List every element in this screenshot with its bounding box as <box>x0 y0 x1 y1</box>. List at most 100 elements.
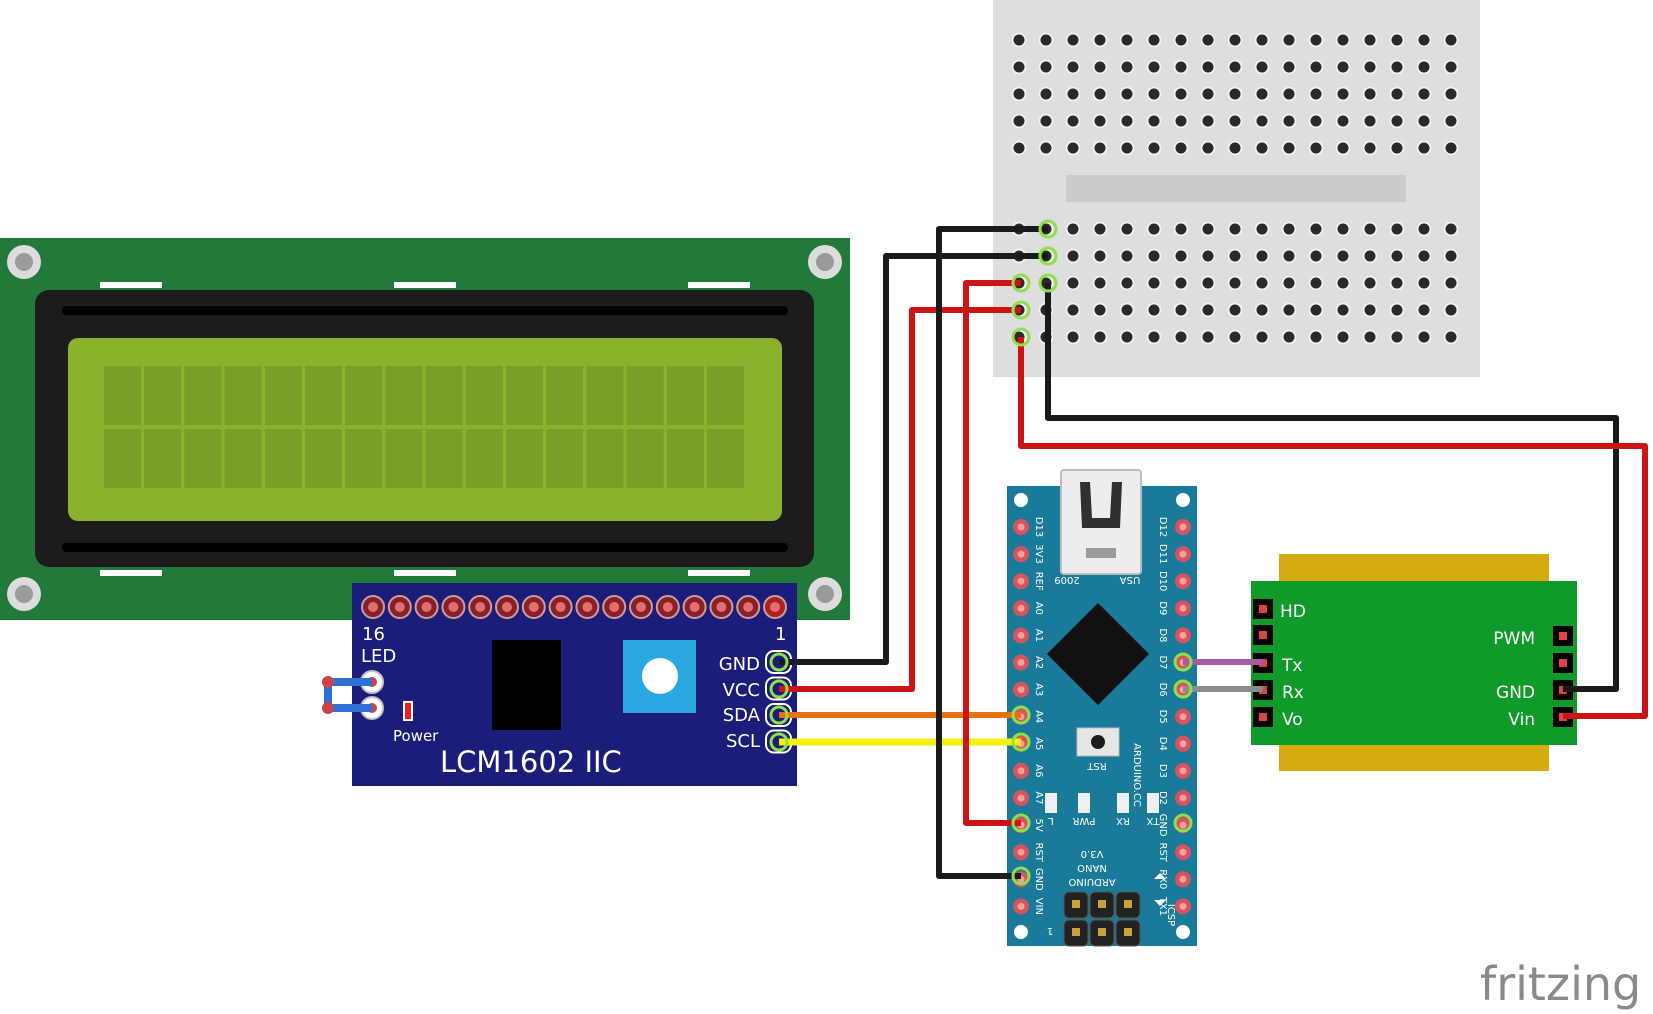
breadboard-hole[interactable] <box>1146 248 1162 264</box>
breadboard-hole[interactable] <box>1119 59 1135 75</box>
breadboard-hole[interactable] <box>1362 302 1378 318</box>
breadboard-hole[interactable] <box>1308 302 1324 318</box>
breadboard-hole[interactable] <box>1335 86 1351 102</box>
breadboard-hole[interactable] <box>1092 86 1108 102</box>
breadboard-hole[interactable] <box>1065 275 1081 291</box>
breadboard-hole[interactable] <box>1038 113 1054 129</box>
breadboard-hole[interactable] <box>1119 275 1135 291</box>
usb-connector[interactable] <box>1060 469 1142 575</box>
breadboard-hole[interactable] <box>1254 248 1270 264</box>
lcd-header-pin[interactable] <box>468 595 493 619</box>
breadboard-hole[interactable] <box>1092 113 1108 129</box>
breadboard-hole[interactable] <box>1281 113 1297 129</box>
breadboard-hole[interactable] <box>1389 248 1405 264</box>
breadboard-hole[interactable] <box>1416 59 1432 75</box>
sensor-pin-blank[interactable] <box>1253 625 1273 645</box>
breadboard-hole[interactable] <box>1038 59 1054 75</box>
breadboard-hole[interactable] <box>1362 275 1378 291</box>
nano-pin[interactable]: D13 <box>1013 517 1044 537</box>
breadboard-hole[interactable] <box>1119 86 1135 102</box>
breadboard-hole[interactable] <box>1011 59 1027 75</box>
breadboard-hole[interactable] <box>1308 248 1324 264</box>
breadboard-hole[interactable] <box>1227 59 1243 75</box>
breadboard-hole[interactable] <box>1146 221 1162 237</box>
lcd-header-pin[interactable] <box>521 595 546 619</box>
lcd-header-pin[interactable] <box>629 595 653 619</box>
breadboard-hole[interactable] <box>1443 329 1459 345</box>
breadboard-hole[interactable] <box>1200 275 1216 291</box>
breadboard-hole[interactable] <box>1443 140 1459 156</box>
breadboard-hole[interactable] <box>1092 248 1108 264</box>
breadboard-hole[interactable] <box>1362 248 1378 264</box>
breadboard-hole[interactable] <box>1173 275 1189 291</box>
breadboard-hole[interactable] <box>1362 113 1378 129</box>
breadboard-hole[interactable] <box>1254 140 1270 156</box>
breadboard-hole[interactable] <box>1146 329 1162 345</box>
nano-pin[interactable]: RST <box>1013 842 1044 863</box>
reset-button[interactable] <box>1076 727 1120 757</box>
breadboard-hole[interactable] <box>1146 275 1162 291</box>
lcd-header-pin[interactable] <box>709 595 734 619</box>
nano-pin[interactable]: D8 <box>1157 627 1191 644</box>
breadboard-hole[interactable] <box>1146 113 1162 129</box>
breadboard-hole[interactable] <box>1011 140 1027 156</box>
breadboard-hole[interactable] <box>1389 302 1405 318</box>
nano-pin[interactable]: A6 <box>1013 762 1044 779</box>
breadboard-hole[interactable] <box>1200 248 1216 264</box>
breadboard-hole[interactable] <box>1389 113 1405 129</box>
breadboard-hole[interactable] <box>1389 86 1405 102</box>
breadboard-hole[interactable] <box>1308 275 1324 291</box>
breadboard-hole[interactable] <box>1443 221 1459 237</box>
wire-gnd-lcd[interactable] <box>779 253 1048 665</box>
breadboard-hole[interactable] <box>1092 32 1108 48</box>
breadboard-hole[interactable] <box>1173 140 1189 156</box>
breadboard-hole[interactable] <box>1038 32 1054 48</box>
breadboard-hole[interactable] <box>1065 32 1081 48</box>
lcd-header-pin[interactable] <box>655 595 680 619</box>
wire-vin-sensor[interactable] <box>1018 337 1648 719</box>
breadboard-hole[interactable] <box>1200 32 1216 48</box>
breadboard-hole[interactable] <box>1281 221 1297 237</box>
breadboard-hole[interactable] <box>1065 113 1081 129</box>
breadboard-hole[interactable] <box>1308 32 1324 48</box>
breadboard-hole[interactable] <box>1281 86 1297 102</box>
breadboard-hole[interactable] <box>1011 86 1027 102</box>
breadboard-hole[interactable] <box>1038 86 1054 102</box>
breadboard-hole[interactable] <box>1281 59 1297 75</box>
nano-pin[interactable]: VIN <box>1013 898 1044 915</box>
breadboard-hole[interactable] <box>1173 32 1189 48</box>
breadboard-hole[interactable] <box>1227 221 1243 237</box>
breadboard-hole[interactable] <box>1092 302 1108 318</box>
breadboard-hole[interactable] <box>1119 329 1135 345</box>
breadboard-hole[interactable] <box>1281 140 1297 156</box>
sensor-pin-hd[interactable] <box>1253 599 1273 619</box>
wire-gnd-nano[interactable] <box>936 226 1048 879</box>
breadboard-hole[interactable] <box>1335 221 1351 237</box>
breadboard-hole[interactable] <box>1335 248 1351 264</box>
nano-pin[interactable]: RST <box>1157 842 1191 863</box>
breadboard-hole[interactable] <box>1173 113 1189 129</box>
lcd-header-pin[interactable] <box>736 595 761 619</box>
breadboard-hole[interactable] <box>1227 275 1243 291</box>
breadboard-hole[interactable] <box>1227 32 1243 48</box>
breadboard-hole[interactable] <box>1092 329 1108 345</box>
breadboard-hole[interactable] <box>1389 275 1405 291</box>
breadboard-hole[interactable] <box>1308 221 1324 237</box>
breadboard-hole[interactable] <box>1416 86 1432 102</box>
nano-pin[interactable]: D9 <box>1157 600 1191 617</box>
breadboard-hole[interactable] <box>1443 32 1459 48</box>
nano-pin[interactable]: D2 <box>1157 790 1191 806</box>
breadboard-hole[interactable] <box>1254 329 1270 345</box>
breadboard-hole[interactable] <box>1065 140 1081 156</box>
breadboard-hole[interactable] <box>1416 32 1432 48</box>
nano-pin[interactable]: D5 <box>1157 708 1191 725</box>
icsp-header[interactable] <box>1063 891 1141 947</box>
breadboard-hole[interactable] <box>1200 86 1216 102</box>
breadboard-hole[interactable] <box>1254 221 1270 237</box>
nano-pin[interactable]: D12 <box>1157 517 1191 537</box>
breadboard-hole[interactable] <box>1065 248 1081 264</box>
breadboard-hole[interactable] <box>1416 275 1432 291</box>
breadboard-hole[interactable] <box>1389 221 1405 237</box>
breadboard-hole[interactable] <box>1254 59 1270 75</box>
breadboard-hole[interactable] <box>1119 302 1135 318</box>
